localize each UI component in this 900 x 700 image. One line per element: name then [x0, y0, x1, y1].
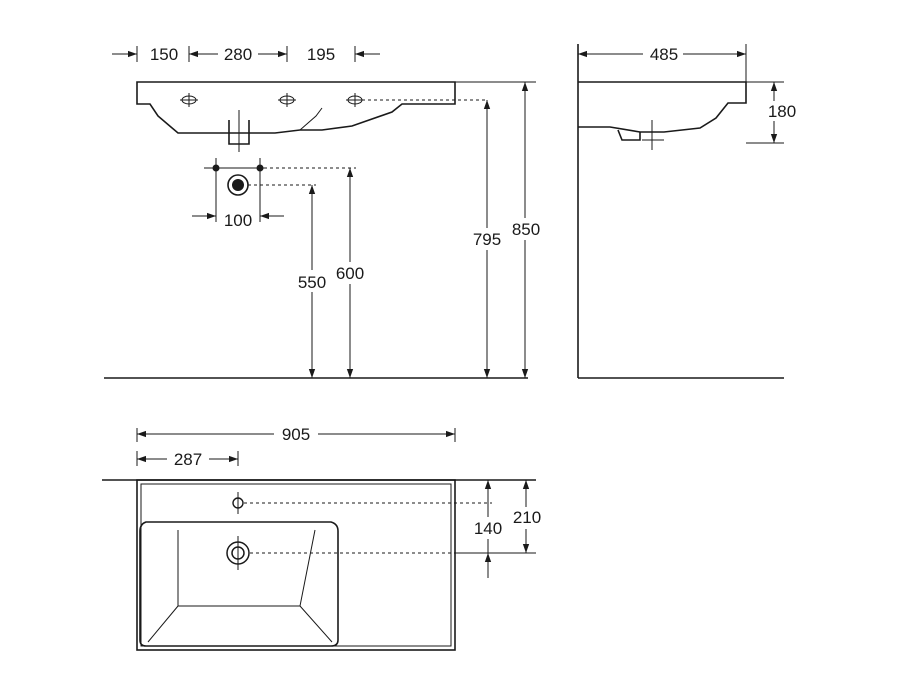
side-basin-outline	[578, 81, 747, 133]
side-view: 485 180	[577, 44, 802, 379]
top-bowl-floor	[147, 529, 333, 643]
dim-label-100: 100	[224, 211, 252, 230]
dim-label-280: 280	[224, 45, 252, 64]
front-bowl-divider	[299, 107, 323, 131]
dim-label-600: 600	[336, 264, 364, 283]
top-basin-outline	[136, 479, 456, 651]
dim-label-195: 195	[307, 45, 335, 64]
dimension-tap-spacing	[112, 44, 380, 64]
drain-outlet-icon	[227, 174, 249, 196]
top-view: 905 287 140 210	[102, 424, 548, 651]
dim-label-850: 850	[512, 220, 540, 239]
top-bowl-outline	[139, 521, 339, 647]
dim-label-550: 550	[298, 273, 326, 292]
dim-label-485: 485	[650, 45, 678, 64]
tap-hole-right-icon	[346, 93, 364, 107]
dim-label-150: 150	[150, 45, 178, 64]
dim-label-180: 180	[768, 102, 796, 121]
top-tap-hole-icon	[232, 492, 244, 514]
dim-label-795: 795	[473, 230, 501, 249]
top-drain-icon	[226, 536, 250, 570]
tap-hole-left-icon	[180, 93, 198, 107]
top-basin-inner-edge	[140, 483, 452, 647]
dim-label-210: 210	[513, 508, 541, 527]
front-basin-outline	[136, 81, 456, 134]
dim-label-140: 140	[474, 519, 502, 538]
side-drain-outline	[617, 129, 641, 141]
tap-hole-middle-icon	[278, 93, 296, 107]
front-view: 150 280 195 100 550 600 795	[104, 44, 547, 379]
dim-label-905: 905	[282, 425, 310, 444]
dim-label-287: 287	[174, 450, 202, 469]
